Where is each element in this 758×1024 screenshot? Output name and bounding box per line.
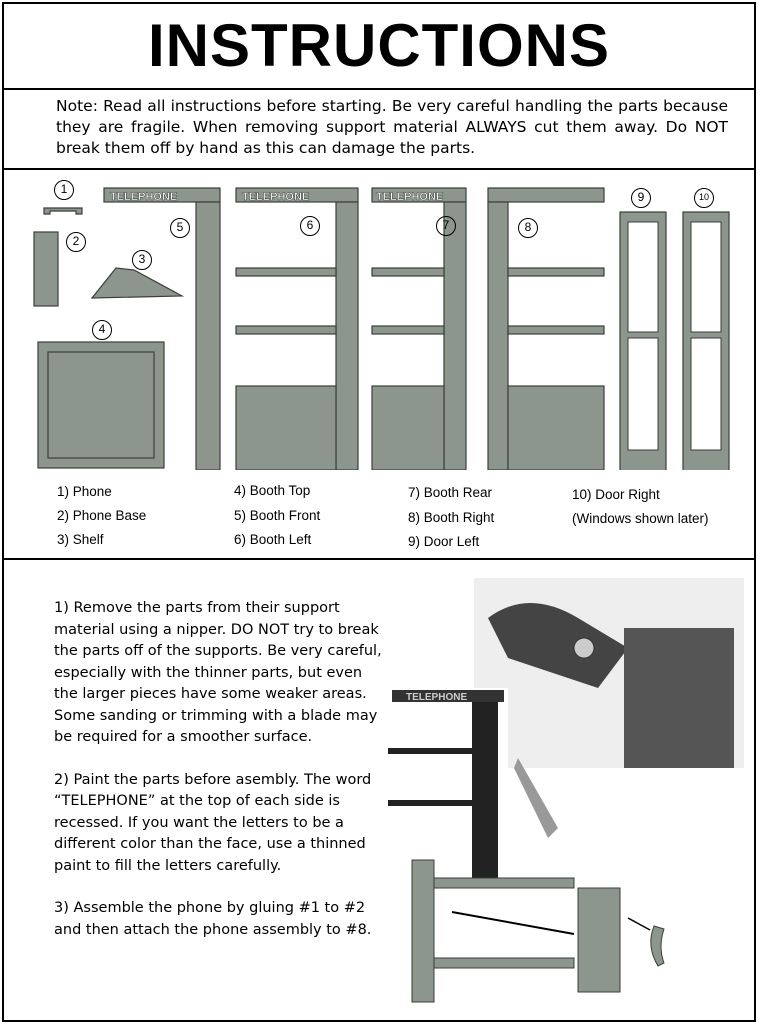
part-number: 2 bbox=[66, 232, 86, 252]
step-1: 1) Remove the parts from their support m… bbox=[54, 600, 382, 745]
parts-illustration: TELEPHONE TELEPHONE TELEPHONE bbox=[33, 187, 730, 470]
booth-left-part bbox=[235, 187, 359, 203]
step-3: 3) Assemble the phone by gluing #1 to #2… bbox=[54, 900, 372, 938]
hobby-knife-photo bbox=[514, 758, 558, 838]
part-number: 4 bbox=[92, 320, 112, 340]
part-label: 7) Booth Rear bbox=[408, 485, 493, 500]
step-2: 2) Paint the parts before asembly. The w… bbox=[54, 771, 372, 874]
part-label: 1) Phone bbox=[57, 484, 112, 499]
assembly-photos: TELEPHONE bbox=[388, 578, 744, 1003]
sign-text: TELEPHONE bbox=[406, 692, 467, 703]
part-number: 7 bbox=[436, 216, 456, 236]
booth-rear-part bbox=[371, 187, 467, 203]
sign-text: TELEPHONE bbox=[376, 191, 443, 203]
part-label: 4) Booth Top bbox=[234, 483, 311, 498]
phone-base-part bbox=[33, 231, 59, 307]
sign-text: TELEPHONE bbox=[110, 191, 177, 203]
booth-front-part bbox=[103, 187, 221, 203]
parts-diagram: TELEPHONE TELEPHONE TELEPHONE 1 2 3 4 5 … bbox=[2, 168, 756, 560]
shelf-part bbox=[90, 267, 185, 299]
booth-top-part bbox=[37, 341, 165, 469]
part-number: 5 bbox=[170, 218, 190, 238]
booth-right-part bbox=[487, 187, 605, 203]
part-label: (Windows shown later) bbox=[572, 511, 709, 526]
part-label: 8) Booth Right bbox=[408, 510, 495, 525]
part-label: 6) Booth Left bbox=[234, 532, 312, 547]
part-number: 1 bbox=[54, 180, 74, 200]
part-label: 9) Door Left bbox=[408, 534, 480, 549]
phone-part bbox=[43, 207, 83, 215]
part-number: 6 bbox=[300, 216, 320, 236]
part-label: 10) Door Right bbox=[572, 487, 660, 502]
page-title: INSTRUCTIONS bbox=[2, 2, 756, 90]
instructions-section: 1) Remove the parts from their support m… bbox=[2, 558, 756, 1022]
phone-assembly-diagram bbox=[411, 859, 665, 1003]
sign-text: TELEPHONE bbox=[242, 191, 309, 203]
part-number: 3 bbox=[132, 250, 152, 270]
part-number: 8 bbox=[518, 218, 538, 238]
part-number: 10 bbox=[694, 188, 714, 208]
part-number: 9 bbox=[631, 188, 651, 208]
part-label: 5) Booth Front bbox=[234, 508, 321, 523]
part-label: 3) Shelf bbox=[57, 532, 104, 547]
part-label: 2) Phone Base bbox=[57, 508, 147, 523]
note-text: Note: Read all instructions before start… bbox=[2, 88, 756, 170]
